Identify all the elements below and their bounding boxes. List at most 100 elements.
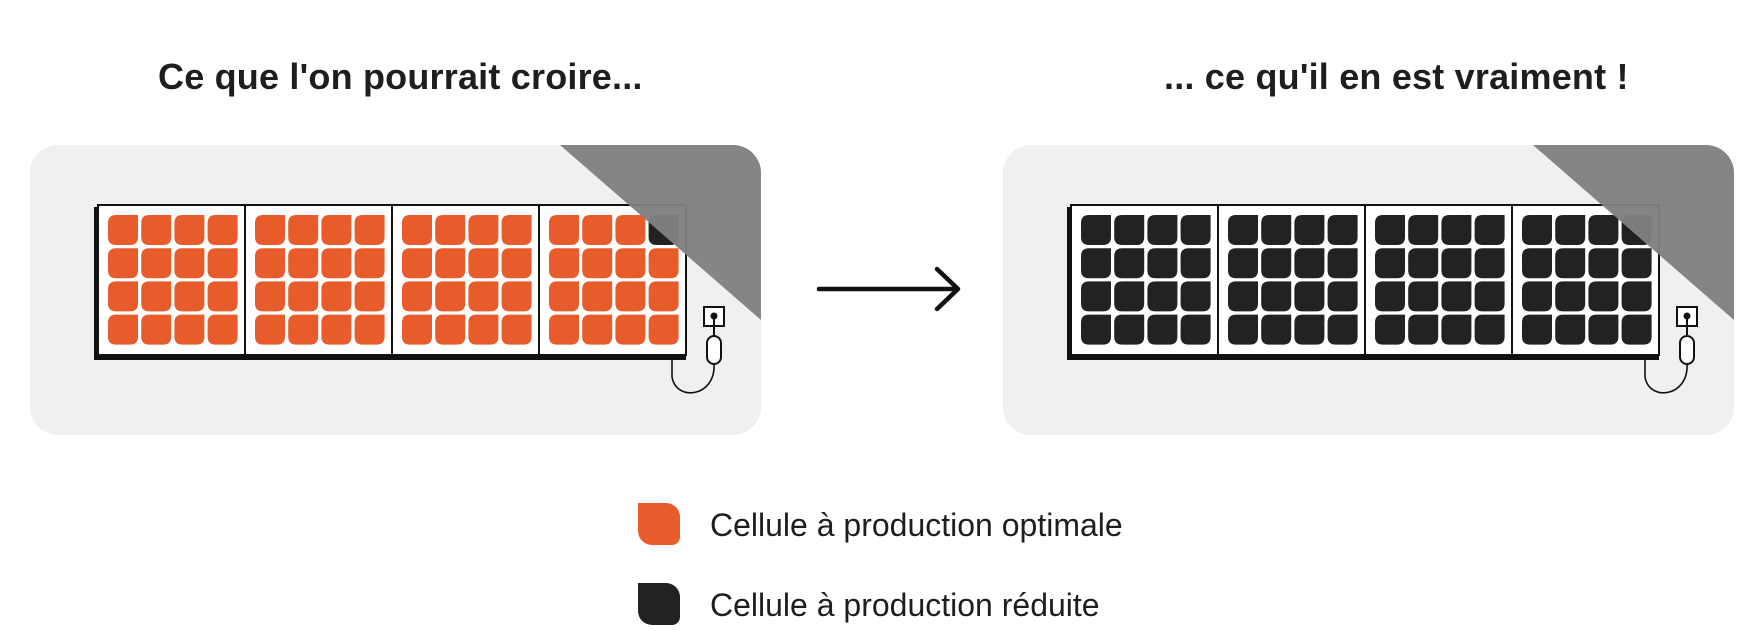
solar-cell-reduced [1375, 314, 1405, 345]
solar-cell-reduced [1294, 248, 1325, 279]
solar-cell-reduced [1522, 215, 1552, 245]
solar-cell-optimal [615, 215, 646, 245]
solar-cell-optimal [207, 215, 238, 245]
title-right: ... ce qu'il en est vraiment ! [1164, 56, 1629, 97]
solar-cell-reduced [1375, 281, 1405, 312]
solar-cell-reduced [1147, 248, 1178, 279]
solar-cell-reduced [1474, 314, 1505, 345]
solar-cell-reduced [1327, 215, 1358, 245]
solar-cell-optimal [141, 281, 172, 312]
solar-cell-reduced [1441, 281, 1472, 312]
solar-cell-reduced [1114, 314, 1145, 345]
solar-cell-reduced [1522, 248, 1552, 279]
solar-cell-reduced [1522, 281, 1552, 312]
scenario-panel-right [1003, 145, 1734, 435]
solar-cell-optimal [354, 215, 385, 245]
solar-cell-reduced [1474, 248, 1505, 279]
solar-cell-reduced [1474, 215, 1505, 245]
solar-cell-optimal [435, 314, 466, 345]
solar-cell-optimal [402, 314, 432, 345]
array-edge [94, 207, 99, 359]
solar-cell-reduced [1147, 281, 1178, 312]
solar-cell-optimal [549, 314, 579, 345]
solar-cell-reduced [1408, 215, 1439, 245]
solar-array-right [1067, 145, 1734, 394]
solar-cell-reduced [1588, 215, 1619, 245]
solar-cell-optimal [648, 314, 679, 345]
array-base [94, 353, 686, 360]
solar-cell-reduced [1555, 314, 1586, 345]
solar-cell-reduced [1228, 281, 1258, 312]
solar-cell-optimal [648, 248, 679, 279]
solar-cell-reduced [1228, 314, 1258, 345]
solar-cell-reduced [1180, 281, 1211, 312]
solar-cell-reduced [1081, 215, 1111, 245]
solar-cell-optimal [321, 281, 352, 312]
solar-cell-reduced [1261, 248, 1292, 279]
legend-swatch-reduced [638, 583, 680, 625]
solar-cell-reduced [1327, 281, 1358, 312]
solar-cell-reduced [1114, 248, 1145, 279]
solar-cell-reduced [1228, 215, 1258, 245]
solar-cell-reduced [1261, 314, 1292, 345]
solar-cell-reduced [1081, 281, 1111, 312]
solar-cell-reduced [1261, 215, 1292, 245]
solar-cell-reduced [1114, 281, 1145, 312]
solar-cell-optimal [141, 248, 172, 279]
solar-cell-reduced [1621, 281, 1652, 312]
solar-cell-optimal [321, 215, 352, 245]
solar-cell-optimal [549, 248, 579, 279]
solar-cell-reduced [1408, 281, 1439, 312]
solar-cell-reduced [1294, 215, 1325, 245]
solar-cell-optimal [354, 248, 385, 279]
solar-cell-reduced [1327, 248, 1358, 279]
solar-cell-optimal [549, 215, 579, 245]
arrow-right-icon [816, 266, 961, 312]
solar-cell-optimal [582, 281, 613, 312]
title-left: Ce que l'on pourrait croire... [158, 56, 643, 97]
solar-cell-optimal [549, 281, 579, 312]
solar-cell-reduced [1408, 248, 1439, 279]
cable [671, 359, 715, 394]
solar-cell-reduced [1408, 314, 1439, 345]
socket-hole [1683, 312, 1691, 320]
solar-cell-optimal [501, 215, 532, 245]
solar-cell-reduced [1294, 314, 1325, 345]
array-edge [1067, 207, 1072, 359]
solar-cell-optimal [501, 281, 532, 312]
solar-cell-optimal [174, 314, 205, 345]
legend-label-reduced: Cellule à production réduite [710, 587, 1100, 623]
solar-cell-optimal [288, 314, 319, 345]
solar-cell-reduced [1081, 314, 1111, 345]
solar-cell-optimal [501, 248, 532, 279]
solar-cell-reduced [1147, 215, 1178, 245]
solar-cell-reduced [1147, 314, 1178, 345]
solar-cell-optimal [615, 314, 646, 345]
solar-cell-optimal [435, 248, 466, 279]
solar-array-left [94, 145, 761, 394]
solar-cell-reduced [1114, 215, 1145, 245]
solar-cell-optimal [288, 281, 319, 312]
plug-icon [1679, 335, 1695, 365]
solar-cell-reduced [1261, 281, 1292, 312]
solar-cell-optimal [207, 281, 238, 312]
solar-cell-reduced [1180, 248, 1211, 279]
solar-cell-optimal [402, 248, 432, 279]
solar-cell-reduced [1621, 314, 1652, 345]
solar-cell-optimal [141, 215, 172, 245]
solar-cell-optimal [468, 215, 499, 245]
solar-cell-optimal [255, 248, 285, 279]
solar-cell-reduced [1588, 281, 1619, 312]
solar-cell-reduced [1588, 248, 1619, 279]
solar-cell-optimal [402, 215, 432, 245]
solar-cell-reduced [1375, 215, 1405, 245]
solar-cell-reduced [1474, 281, 1505, 312]
scenario-panel-left [30, 145, 761, 435]
solar-cell-reduced [1180, 314, 1211, 345]
solar-cell-optimal [468, 281, 499, 312]
solar-cell-reduced [1441, 248, 1472, 279]
solar-cell-optimal [288, 248, 319, 279]
solar-cell-optimal [174, 215, 205, 245]
solar-cell-reduced [1522, 314, 1552, 345]
shade-area [560, 145, 761, 320]
